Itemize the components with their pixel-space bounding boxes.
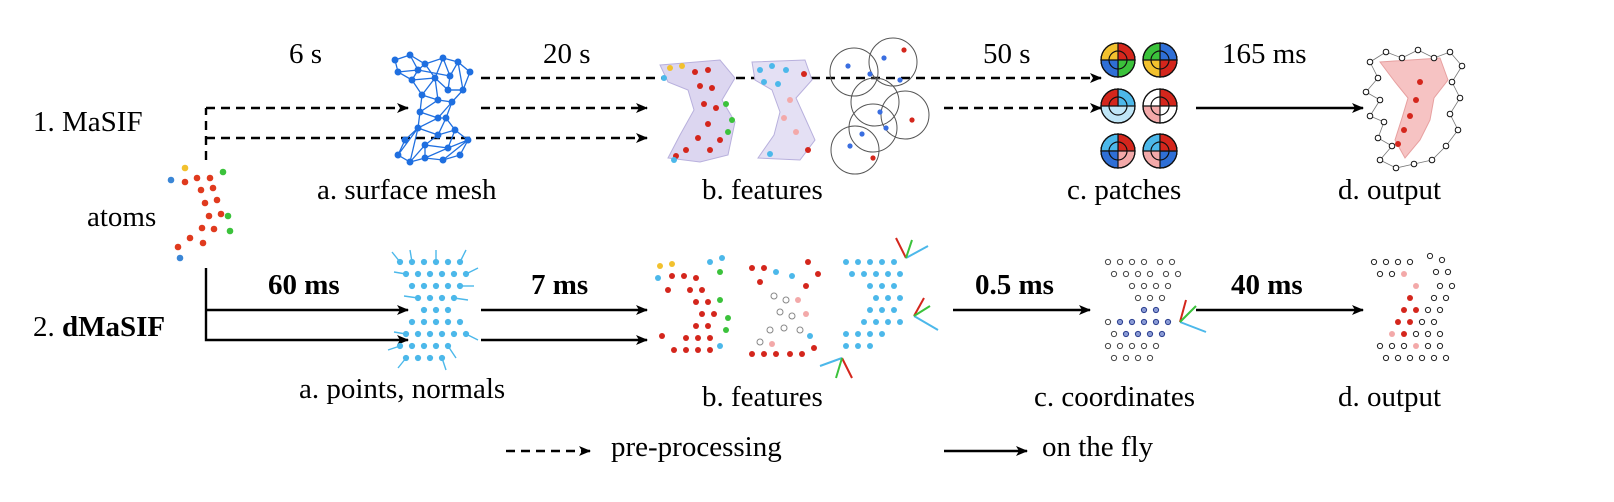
legend-dashed-label: pre-processing [611, 431, 782, 463]
masif-stage-d: d. output [1338, 174, 1442, 206]
dmasif-time-features: 7 ms [531, 269, 589, 301]
atoms-label: atoms [87, 201, 157, 233]
masif-preprocessing-arrows [204, 73, 1102, 160]
masif-features-graphic [659, 37, 930, 175]
masif-row-label: 1. MaSIF [33, 108, 143, 137]
dmasif-stage-d: d. output [1338, 381, 1442, 413]
patches-graphic [1100, 42, 1178, 169]
masif-stage-b: b. features [702, 174, 823, 206]
dmasif-name: dMaSIF [62, 311, 166, 343]
legend-solid-label: on the fly [1042, 431, 1154, 463]
masif-time-features: 20 s [543, 38, 591, 70]
masif-time-output: 165 ms [1222, 38, 1307, 70]
dmasif-stage-b: b. features [702, 381, 823, 413]
dmasif-onthefly-arrows [204, 268, 1364, 345]
dmasif-output-graphic [1370, 252, 1456, 362]
dmasif-time-output: 40 ms [1231, 269, 1303, 301]
dmasif-time-points: 60 ms [268, 269, 340, 301]
masif-number: 1. [33, 106, 55, 138]
dmasif-row-label: 2. dMaSIF [33, 313, 165, 342]
dmasif-features-graphic [655, 237, 939, 379]
masif-time-mesh: 6 s [289, 38, 323, 70]
masif-name: MaSIF [62, 106, 143, 138]
dmasif-time-coordinates: 0.5 ms [975, 269, 1054, 301]
coordinates-graphic [1104, 258, 1207, 362]
dmasif-number: 2. [33, 311, 55, 343]
atoms-graphic [167, 164, 234, 262]
surface-mesh-graphic [391, 51, 474, 166]
dmasif-stage-a: a. points, normals [299, 373, 506, 405]
masif-stage-c: c. patches [1067, 174, 1182, 206]
points-normals-graphic [387, 249, 479, 371]
masif-stage-a: a. surface mesh [317, 174, 497, 206]
masif-time-patches: 50 s [983, 38, 1031, 70]
dmasif-branch-lower [204, 268, 409, 345]
dmasif-stage-c: c. coordinates [1034, 381, 1196, 413]
masif-output-graphic [1362, 46, 1466, 172]
